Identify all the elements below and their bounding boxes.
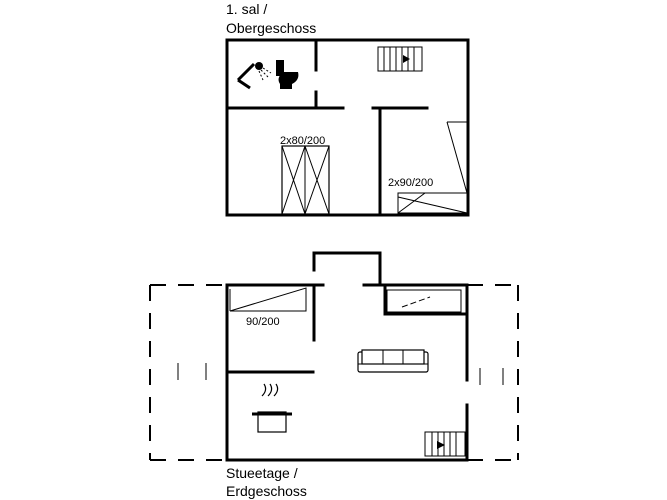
upper-bed-left [281, 145, 330, 215]
ground-floor: 90/200 [149, 251, 519, 499]
ground-floor-title-line1: Stueetage / [226, 465, 298, 481]
upper-floor-interior-walls [225, 38, 429, 217]
ground-bed-label: 90/200 [246, 316, 280, 328]
ground-bed [229, 287, 307, 312]
toilet-icon [276, 60, 299, 89]
ground-floor-walls [225, 251, 469, 462]
shower-icon [236, 62, 272, 90]
cooking-pot-icon [252, 383, 292, 433]
upper-bed-right-label: 2x90/200 [388, 177, 433, 189]
stair-arrow-icon [403, 55, 410, 63]
ground-stair-arrow-icon [437, 441, 445, 449]
upper-floor-outer-wall [225, 38, 470, 217]
ground-floor-stairs [424, 431, 466, 457]
upper-floor-title-line2: Obergeschoss [226, 20, 316, 36]
sofa-icon [357, 349, 429, 373]
terrace-outline [149, 284, 519, 461]
upper-floor-stairs [377, 46, 423, 72]
upper-floor: 1. sal / Obergeschoss [225, 1, 470, 217]
upper-floor-title-line1: 1. sal / [226, 1, 267, 17]
upper-bed-left-label: 2x80/200 [280, 135, 325, 147]
ground-fixture [386, 289, 462, 313]
upper-bed-right [397, 121, 468, 214]
ground-floor-title-line2: Erdgeschoss [226, 483, 307, 499]
